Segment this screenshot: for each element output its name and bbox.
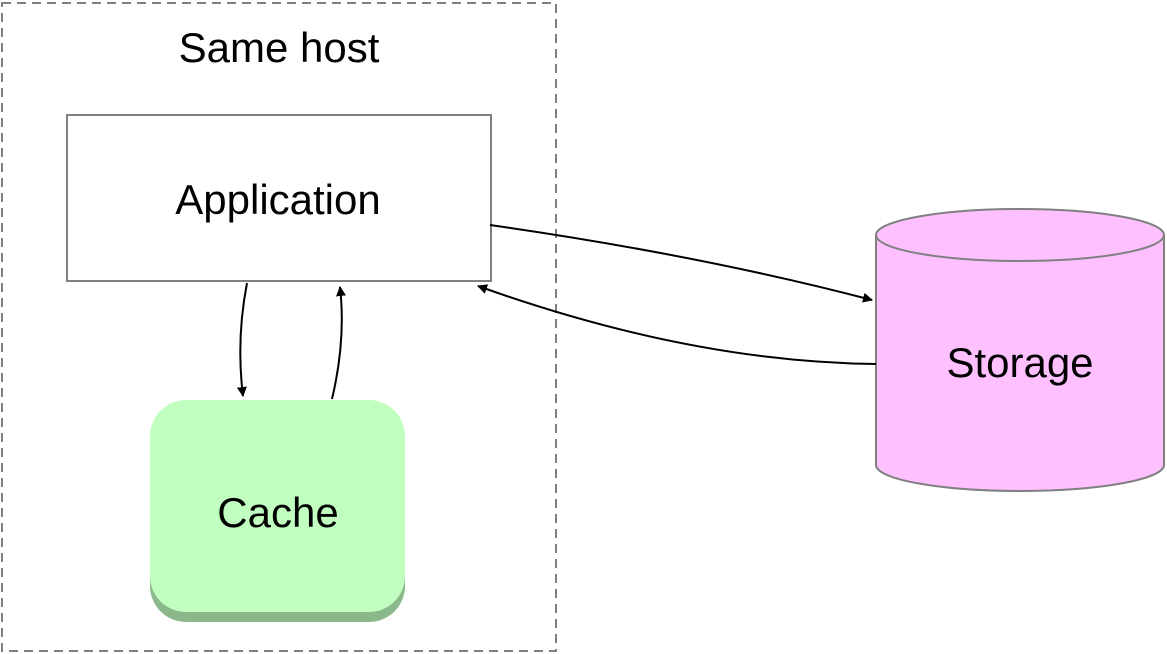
same-host-label: Same host bbox=[179, 24, 380, 71]
application-box bbox=[66, 114, 492, 282]
application-node[interactable]: Application bbox=[66, 114, 492, 282]
edge-application-to-storage bbox=[489, 224, 873, 303]
cache-label: Cache bbox=[217, 489, 338, 536]
storage-label: Storage bbox=[946, 339, 1093, 386]
storage-cylinder-top bbox=[875, 208, 1165, 262]
edge-storage-to-application bbox=[477, 284, 877, 365]
edge-cache-to-application bbox=[331, 286, 346, 400]
cache-box bbox=[150, 400, 405, 612]
storage-node[interactable]: Storage bbox=[875, 208, 1165, 492]
storage-cylinder-body bbox=[875, 235, 1165, 492]
cache-node[interactable]: Cache bbox=[150, 400, 405, 622]
application-label: Application bbox=[175, 176, 380, 223]
same-host-group: Same host bbox=[1, 2, 557, 652]
edge-application-to-cache bbox=[236, 282, 248, 397]
same-host-boundary bbox=[1, 2, 557, 652]
